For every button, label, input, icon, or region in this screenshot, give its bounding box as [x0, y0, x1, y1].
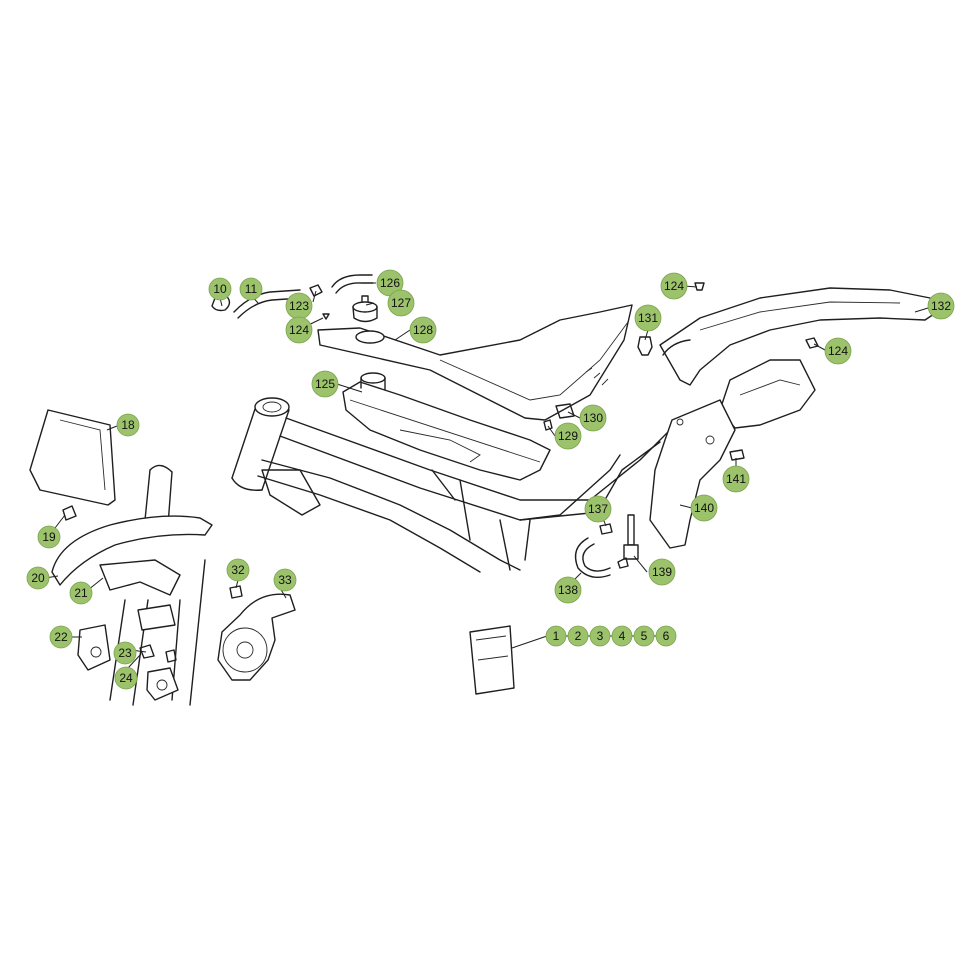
callout-22: 22 — [49, 625, 73, 649]
svg-text:124: 124 — [664, 279, 684, 293]
callout-125: 125 — [311, 370, 339, 398]
main-frame — [231, 397, 671, 573]
svg-text:138: 138 — [558, 583, 578, 597]
svg-text:130: 130 — [583, 411, 603, 425]
svg-text:124: 124 — [289, 323, 309, 337]
svg-text:21: 21 — [74, 586, 88, 600]
fuel-tank — [342, 372, 551, 481]
callout-20: 20 — [26, 566, 50, 590]
svg-text:32: 32 — [231, 563, 245, 577]
airbox-cover — [719, 359, 816, 429]
callout-139: 139 — [648, 558, 676, 586]
callout-124: 124 — [285, 316, 313, 344]
callout-1: 1 — [545, 625, 567, 647]
callout-137: 137 — [584, 495, 612, 523]
number-plate — [29, 409, 116, 521]
callout-32: 32 — [226, 558, 250, 582]
svg-text:33: 33 — [278, 573, 292, 587]
svg-text:1: 1 — [553, 629, 560, 643]
callout-19: 19 — [37, 525, 61, 549]
callout-124: 124 — [660, 272, 688, 300]
svg-text:11: 11 — [245, 282, 258, 296]
callout-131: 131 — [634, 304, 662, 332]
front-fender — [51, 515, 213, 596]
callout-124: 124 — [824, 337, 852, 365]
leader-lines — [44, 282, 929, 669]
callout-141: 141 — [722, 465, 750, 493]
svg-text:20: 20 — [31, 571, 45, 585]
callout-24: 24 — [114, 666, 138, 690]
callout-130: 130 — [579, 404, 607, 432]
svg-text:140: 140 — [694, 501, 714, 515]
fuel-tap-and-hose — [574, 514, 639, 578]
callout-4: 4 — [611, 625, 633, 647]
disc-guard — [217, 585, 296, 681]
callout-33: 33 — [273, 568, 297, 592]
side-panel — [649, 399, 736, 549]
callout-123: 123 — [285, 292, 313, 320]
callout-3: 3 — [589, 625, 611, 647]
callout-6: 6 — [655, 625, 677, 647]
callout-129: 129 — [554, 422, 582, 450]
svg-text:123: 123 — [289, 299, 309, 313]
svg-text:126: 126 — [380, 276, 400, 290]
callout-128: 128 — [409, 316, 437, 344]
kit-bag — [469, 625, 515, 695]
svg-text:127: 127 — [391, 296, 411, 310]
small-hardware — [543, 282, 819, 461]
callout-127: 127 — [387, 289, 415, 317]
callout-11: 11 — [239, 277, 263, 301]
svg-text:24: 24 — [119, 671, 133, 685]
callout-2: 2 — [567, 625, 589, 647]
svg-text:137: 137 — [588, 502, 608, 516]
svg-text:22: 22 — [54, 630, 68, 644]
svg-text:3: 3 — [597, 629, 604, 643]
svg-text:10: 10 — [213, 282, 227, 296]
svg-text:128: 128 — [413, 323, 433, 337]
callout-5: 5 — [633, 625, 655, 647]
seat — [317, 304, 633, 421]
callout-126: 126 — [376, 269, 404, 297]
svg-text:18: 18 — [121, 418, 135, 432]
svg-text:124: 124 — [828, 344, 848, 358]
svg-text:129: 129 — [558, 429, 578, 443]
svg-text:23: 23 — [118, 646, 132, 660]
svg-text:19: 19 — [42, 530, 56, 544]
svg-text:6: 6 — [663, 629, 670, 643]
callout-23: 23 — [113, 641, 137, 665]
rear-fender — [659, 287, 941, 386]
svg-text:132: 132 — [931, 299, 951, 313]
svg-text:4: 4 — [619, 629, 626, 643]
fork-clamps — [77, 604, 179, 701]
callout-132: 132 — [927, 292, 955, 320]
callout-18: 18 — [116, 413, 140, 437]
callout-10: 10 — [208, 277, 232, 301]
svg-text:131: 131 — [638, 311, 658, 325]
callout-21: 21 — [69, 581, 93, 605]
callout-140: 140 — [690, 494, 718, 522]
svg-text:139: 139 — [652, 565, 672, 579]
svg-text:5: 5 — [641, 629, 648, 643]
svg-text:2: 2 — [575, 629, 582, 643]
callout-138: 138 — [554, 576, 582, 604]
svg-text:141: 141 — [726, 472, 746, 486]
svg-text:125: 125 — [315, 377, 335, 391]
